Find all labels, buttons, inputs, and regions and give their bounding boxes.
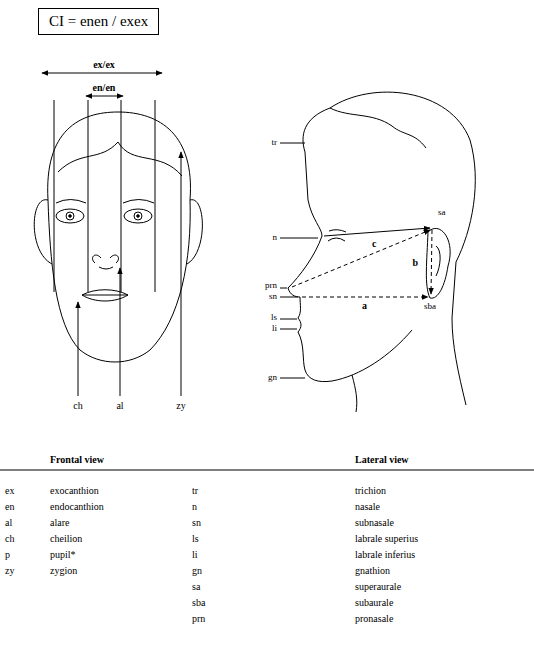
table-cell: subnasale [355,518,394,528]
table-cell: zy [5,566,14,576]
table-cell: ch [5,534,14,544]
distance-label: a [362,301,367,311]
table-cell: n [192,502,197,512]
dimension-label: en/en [93,83,116,93]
table-cell: sa [192,582,200,592]
landmark-label: zy [176,401,185,411]
landmark-label: prn [265,281,277,290]
table-cell: gnathion [355,566,390,576]
table-cell: gn [192,566,202,576]
table-cell: sba [192,598,205,608]
table-cell: alare [50,518,69,528]
dimension-label: ex/ex [93,60,115,70]
table-header: Frontal view [50,455,104,465]
table-cell: pupil* [50,550,76,560]
landmark-label: gn [268,373,277,382]
table-cell: superaurale [355,582,401,592]
table-cell: subaurale [355,598,393,608]
table-cell: labrale superius [355,534,418,544]
landmark-label: sba [424,302,436,311]
table-cell: ex [5,486,14,496]
measurement-lines [42,73,181,396]
table-cell: zygion [50,566,77,576]
table-cell: labrale inferius [355,550,415,560]
table-cell: nasale [355,502,380,512]
table-cell: prn [192,614,205,624]
landmark-label: sn [269,292,277,301]
table-cell: cheilion [50,534,82,544]
landmark-label: li [272,324,277,333]
landmark-label: n [273,233,278,242]
table-cell: exocanthion [50,486,99,496]
distance-label: b [412,258,418,268]
frontal-face [34,112,202,362]
table-cell: li [192,550,198,560]
landmark-label: tr [272,138,278,147]
measurement-triangle [0,228,534,470]
table-cell: en [5,502,14,512]
leader-lines [280,143,318,378]
table-cell: trichion [355,486,386,496]
table-cell: al [5,518,12,528]
landmark-label: sa [438,208,446,217]
distance-label: c [372,239,376,249]
lateral-head [288,92,475,412]
table-cell: sn [192,518,201,528]
table-cell: p [5,550,10,560]
table-cell: tr [192,486,198,496]
table-cell: endocanthion [50,502,104,512]
formula-text: CI = enen / exex [49,13,148,29]
table-cell: pronasale [355,614,393,624]
formula-box: CI = enen / exex [38,8,159,35]
landmark-label: al [116,401,123,411]
table-header: Lateral view [355,455,409,465]
landmark-label: ch [73,401,82,411]
landmark-label: ls [271,313,277,322]
table-cell: ls [192,534,199,544]
